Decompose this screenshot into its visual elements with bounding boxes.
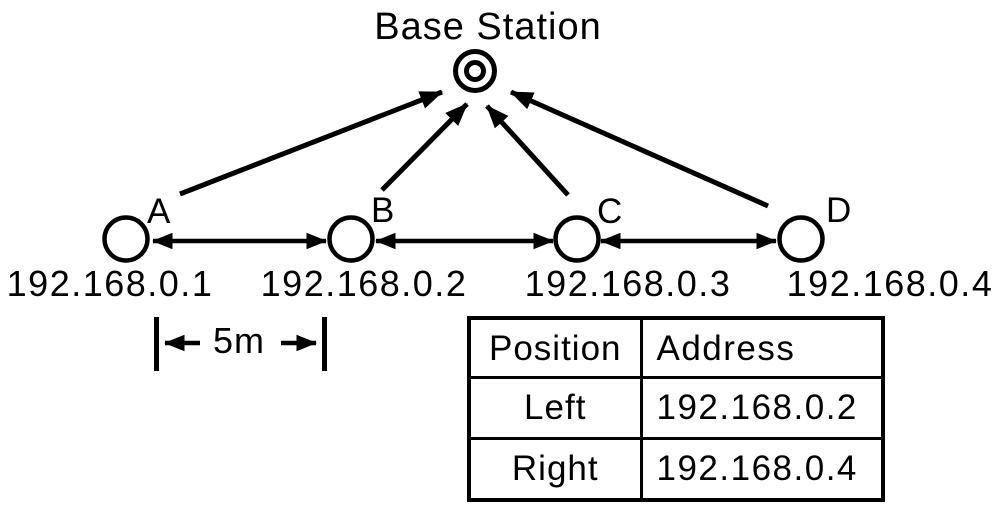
- base-station-icon: [453, 49, 497, 93]
- address-table: Position Address Left 192.168.0.2 Right …: [467, 316, 885, 502]
- uplink-arrow-b: [380, 102, 469, 192]
- node-label-c: C: [597, 192, 623, 231]
- table-header-row: Position Address: [467, 316, 885, 379]
- base-station-outer-ring: [453, 49, 497, 93]
- base-station-title: Base Station: [374, 6, 601, 48]
- uplink-arrow-c: [485, 104, 570, 197]
- node-label-a: A: [147, 192, 171, 231]
- node-address-a: 192.168.0.1: [7, 263, 214, 304]
- table-row: Left 192.168.0.2: [467, 376, 885, 440]
- base-station-inner-ring: [464, 60, 486, 82]
- node-address-d: 192.168.0.4: [787, 263, 994, 304]
- table-header-position: Position: [467, 316, 643, 379]
- uplink-arrow-a: [179, 89, 444, 197]
- distance-indicator: 5m: [154, 317, 327, 371]
- node-address-c: 192.168.0.3: [525, 263, 732, 304]
- distance-label: 5m: [213, 320, 265, 361]
- position-cell: Left: [467, 376, 643, 440]
- table-header-address: Address: [639, 316, 885, 379]
- node-circle-c: [553, 215, 601, 263]
- node-address-b: 192.168.0.2: [261, 263, 468, 304]
- table-row: Right 192.168.0.4: [467, 436, 885, 502]
- node-label-b: B: [371, 191, 395, 230]
- node-label-d: D: [826, 191, 852, 230]
- address-cell: 192.168.0.4: [639, 436, 885, 502]
- node-circle-b: [327, 215, 375, 263]
- position-cell: Right: [467, 436, 643, 502]
- node-circle-a: [102, 215, 150, 263]
- uplink-arrow-d: [509, 89, 770, 209]
- address-cell: 192.168.0.2: [639, 376, 885, 440]
- node-circle-d: [777, 215, 825, 263]
